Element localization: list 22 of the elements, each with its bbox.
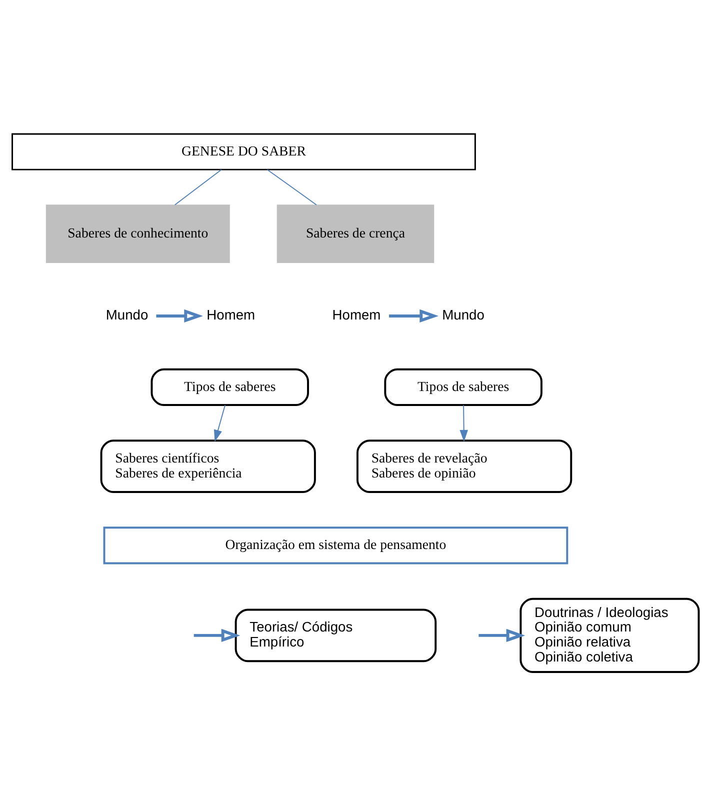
node-text: Homem [332,306,381,323]
node-box: Tipos de saberes [150,368,309,406]
node-box: Saberes de revelação Saberes de opinião [356,440,572,493]
node-box: Saberes científicos Saberes de experiência [100,440,316,493]
arrow [460,404,468,442]
arrow [389,309,438,323]
connector [174,169,222,206]
node-box: Teorias/ Códigos Empírico [234,608,437,662]
node-box: Saberes de conhecimento [46,204,230,264]
arrow [478,628,526,642]
node-text: Mundo [106,306,148,323]
node-box: Doutrinas / Ideologias Opinião comum Opinião relativa Opinião coletiva [520,598,700,674]
connector [266,169,317,206]
arrow [214,404,226,442]
node-box: GENESE DO SABER [12,133,476,170]
arrow [194,628,240,642]
node-text: Mundo [442,306,484,323]
node-box: Organização em sistema de pensamento [103,526,568,564]
node-box: Saberes de crença [276,204,434,264]
node-box: Tipos de saberes [384,368,542,406]
node-text: Homem [206,306,256,323]
arrow [156,309,203,323]
